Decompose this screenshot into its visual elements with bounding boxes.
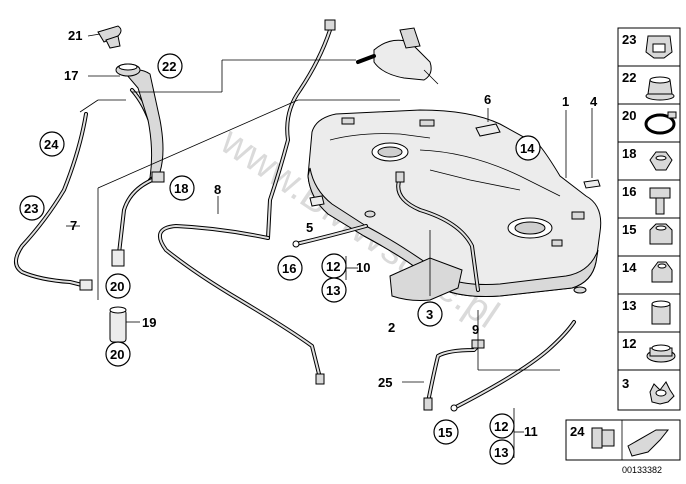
pad-part-4 (583, 179, 601, 189)
parts-legend: 23 22 20 18 16 15 14 13 12 3 (565, 27, 681, 475)
callout-7: 7 (70, 218, 77, 233)
bolt-icon (649, 187, 671, 215)
document-id: 00133382 (622, 465, 662, 475)
circled-callouts: 22 24 23 18 20 20 16 12 13 14 3 15 12 13 (19, 53, 541, 465)
legend-num-22: 22 (622, 70, 636, 85)
callout-12-upper: 12 (326, 259, 340, 274)
legend-num-3: 3 (622, 376, 629, 391)
charcoal-canister (356, 27, 439, 85)
callout-3: 3 (426, 307, 433, 322)
clip-icon (645, 35, 673, 59)
callout-24: 24 (44, 137, 59, 152)
filler-cap (97, 25, 122, 49)
hex-nut-icon (649, 151, 673, 171)
callout-17: 17 (64, 68, 78, 83)
callout-6: 6 (484, 92, 491, 107)
callout-20-lower: 20 (110, 347, 124, 362)
legend-num-24: 24 (570, 424, 585, 439)
callout-13-lower: 13 (494, 445, 508, 460)
callout-14: 14 (520, 141, 535, 156)
pad-part-6 (475, 123, 501, 137)
callout-15: 15 (438, 425, 452, 440)
callout-5: 5 (306, 220, 313, 235)
fuel-line-25 (426, 342, 482, 404)
spacer-sleeve-icon (651, 300, 671, 325)
collar-nut-icon (649, 223, 673, 245)
hose-clamp-icon (644, 111, 677, 135)
legend-num-15: 15 (622, 222, 636, 237)
heat-shield (389, 257, 463, 301)
legend-num-23: 23 (622, 32, 636, 47)
callout-18: 18 (174, 181, 188, 196)
callout-25: 25 (378, 375, 392, 390)
legend-num-13: 13 (622, 298, 636, 313)
leader-lines (66, 33, 593, 458)
callout-10: 10 (356, 260, 370, 275)
callout-1: 1 (562, 94, 569, 109)
legend-num-14: 14 (622, 260, 637, 275)
legend-num-12: 12 (622, 336, 636, 351)
legend-num-16: 16 (622, 184, 636, 199)
callout-11: 11 (524, 424, 538, 439)
rubber-grommet-icon (646, 344, 676, 363)
legend-bottom-box (565, 419, 681, 461)
callout-13-upper: 13 (326, 283, 340, 298)
callout-16: 16 (282, 261, 296, 276)
callout-20-upper: 20 (110, 279, 124, 294)
retaining-ring-icon (649, 381, 675, 405)
callout-23: 23 (24, 201, 38, 216)
self-locking-nut-icon (651, 261, 673, 283)
connector-icon (591, 427, 615, 449)
direction-arrow-icon (627, 429, 670, 457)
hose-end (111, 249, 125, 267)
callout-12-lower: 12 (494, 419, 508, 434)
callout-2: 2 (388, 320, 395, 335)
callout-22: 22 (162, 59, 176, 74)
callout-9: 9 (472, 322, 479, 337)
callout-21: 21 (68, 28, 82, 43)
legend-num-18: 18 (622, 146, 636, 161)
flange-nut-icon (645, 76, 675, 101)
legend-num-20: 20 (622, 108, 636, 123)
callout-4: 4 (590, 94, 598, 109)
clip-18 (151, 171, 165, 183)
hose-part-19 (109, 309, 127, 343)
callout-8: 8 (214, 182, 221, 197)
callout-19: 19 (142, 315, 156, 330)
